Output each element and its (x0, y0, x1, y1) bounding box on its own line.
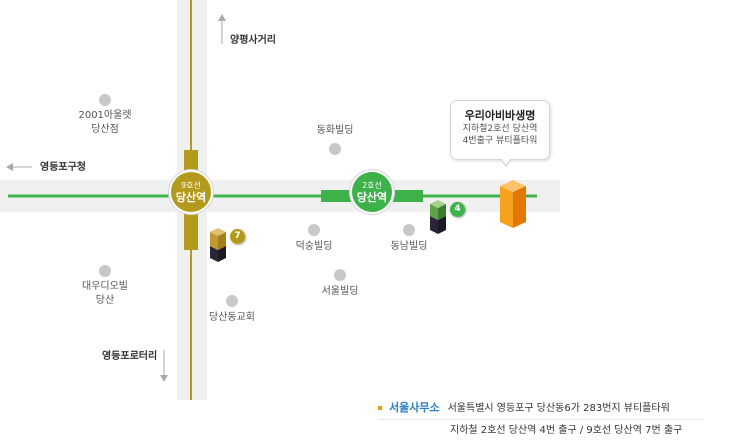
south-arrow-icon (160, 350, 168, 382)
poi-dot-outlet (99, 94, 111, 106)
poi-seoul-label: 서울빌딩 (321, 286, 359, 297)
poi-dot-deoksung (308, 224, 320, 236)
office-title: 서울사무소 (389, 401, 440, 414)
poi-dot-donghwa (329, 143, 341, 155)
poi-church-label: 당산동교회 (209, 312, 255, 323)
direction-west-label: 영등포구청 (40, 162, 86, 173)
west-arrow-icon (6, 163, 32, 171)
exit4-building-icon (430, 200, 446, 234)
station-line2-line: 2호선 (362, 180, 382, 190)
destination-name: 우리아비바생명 (464, 109, 536, 122)
poi-donghwa-label: 동화빌딩 (316, 125, 354, 136)
exit-7-badge: 7 (230, 229, 245, 244)
poi-dot-seoul (334, 269, 346, 281)
direction-north-label: 양평사거리 (230, 35, 276, 46)
destination-line1: 지하철2호선 당산역 (462, 124, 538, 134)
poi-dot-daewoo (99, 265, 111, 277)
destination-line2: 4번출구 뷰티플타워 (462, 136, 538, 146)
destination-building-icon (500, 180, 526, 228)
line2-platform-left (321, 190, 351, 202)
poi-dot-dongnam (403, 224, 415, 236)
office-address-row: 서울사무소 서울특별시 영등포구 당산동6가 283번지 뷰티플타워 (378, 397, 704, 419)
north-arrow-icon (218, 14, 226, 44)
station-line9-name: 당산역 (175, 190, 207, 204)
office-directions-row: 지하철 2호선 당산역 4번 출구 / 9호선 당산역 7번 출구 (378, 419, 704, 442)
destination-callout: 우리아비바생명 지하철2호선 당산역 4번출구 뷰티플타워 (450, 100, 550, 160)
exit-4-badge: 4 (450, 202, 465, 217)
station-line9-line: 9호선 (181, 180, 201, 190)
office-address: 서울특별시 영등포구 당산동6가 283번지 뷰티플타워 (447, 403, 670, 414)
station-line2-dangsan[interactable]: 2호선 당산역 (350, 170, 394, 214)
station-line2-name: 당산역 (356, 190, 388, 204)
exit7-building-icon (210, 228, 226, 262)
poi-dot-church (226, 295, 238, 307)
direction-south-label: 영등포로터리 (102, 351, 158, 362)
callout-tail-inner (501, 158, 511, 165)
office-directions: 지하철 2호선 당산역 4번 출구 / 9호선 당산역 7번 출구 (450, 425, 683, 436)
poi-dongnam-label: 동남빌딩 (390, 241, 428, 252)
poi-deoksung-label: 덕숭빌딩 (295, 241, 333, 252)
line2-platform-right (393, 190, 423, 202)
bullet-square-icon (378, 406, 382, 410)
office-info: 서울사무소 서울특별시 영등포구 당산동6가 283번지 뷰티플타워 지하철 2호… (378, 397, 704, 442)
station-line9-dangsan[interactable]: 9호선 당산역 (169, 170, 213, 214)
